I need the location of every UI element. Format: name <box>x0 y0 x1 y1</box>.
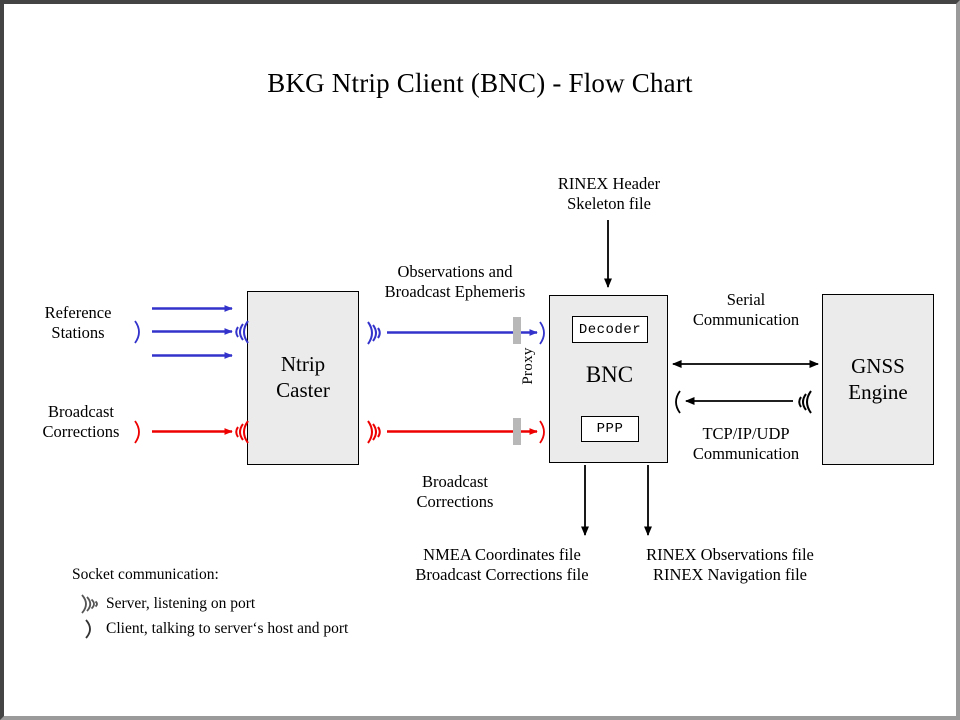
label-observations-ephemeris-line2: Broadcast Ephemeris <box>384 281 526 301</box>
server-antenna-icon-caster-in-blue <box>230 318 252 346</box>
label-broadcast-corrections-stream: Broadcast Corrections <box>382 472 528 512</box>
label-rinex-header-skeleton-line2: Skeleton file <box>567 193 651 213</box>
label-serial-communication: Serial Communication <box>668 290 824 330</box>
client-arc-icon-reference-stations <box>132 319 146 345</box>
label-output-rinex-files-line2: RINEX Navigation file <box>653 564 807 584</box>
label-tcpip-communication-line2: Communication <box>692 443 800 463</box>
bnc-ppp-box[interactable]: PPP <box>581 416 639 442</box>
client-arc-icon <box>72 617 106 641</box>
ntrip-caster-line1: Ntrip <box>280 352 326 377</box>
client-arc-icon-bnc-tcpip <box>670 389 684 415</box>
page-title: BKG Ntrip Client (BNC) - Flow Chart <box>267 68 693 98</box>
label-output-rinex-files-line1: RINEX Observations file <box>646 545 814 564</box>
node-gnss-engine[interactable]: GNSS Engine <box>822 294 934 465</box>
client-arc-icon-bnc-corrections <box>537 419 551 445</box>
bnc-decoder-box[interactable]: Decoder <box>572 316 648 343</box>
legend-title: Socket communication: <box>72 566 219 583</box>
server-antenna-icon-caster-out-red <box>364 418 386 446</box>
label-broadcast-corrections-source: Broadcast Corrections <box>18 402 144 442</box>
ntrip-caster-line2: Caster <box>276 378 330 402</box>
proxy-bar-bottom <box>513 418 521 445</box>
gnss-engine-line1: GNSS <box>851 353 905 378</box>
client-arc-icon-broadcast-corrections <box>132 419 146 445</box>
label-serial-communication-line2: Communication <box>692 309 800 329</box>
server-antenna-icon-gnss-engine <box>793 388 815 416</box>
label-output-nmea-files-line2: Broadcast Corrections file <box>415 564 589 584</box>
legend-item-server: Server, listening on port <box>72 591 412 616</box>
label-broadcast-corrections-source-line2: Corrections <box>42 421 120 441</box>
label-observations-ephemeris: Observations and Broadcast Ephemeris <box>362 262 548 302</box>
node-ntrip-caster[interactable]: Ntrip Caster <box>247 291 359 465</box>
gnss-engine-line2: Engine <box>848 379 908 404</box>
proxy-bar-top <box>513 317 521 344</box>
label-tcpip-communication-line1: TCP/IP/UDP <box>702 424 790 443</box>
client-arc-icon-bnc-observations <box>537 320 551 346</box>
server-antenna-icon-caster-in-red <box>230 418 252 446</box>
bnc-label: BNC <box>585 362 634 387</box>
label-rinex-header-skeleton: RINEX Header Skeleton file <box>530 174 688 214</box>
label-output-nmea-files-line1: NMEA Coordinates file <box>423 545 581 564</box>
legend-item-server-label: Server, listening on port <box>106 594 256 612</box>
label-reference-stations-line1: Reference <box>44 303 112 322</box>
label-reference-stations-line2: Stations <box>51 322 105 342</box>
legend-item-client-label: Client, talking to server‘s host and por… <box>106 619 349 637</box>
label-tcpip-communication: TCP/IP/UDP Communication <box>668 424 824 464</box>
node-bnc[interactable]: Decoder BNC PPP <box>549 295 668 463</box>
legend-item-client: Client, talking to server‘s host and por… <box>72 616 412 641</box>
label-broadcast-corrections-stream-line1: Broadcast <box>422 472 488 491</box>
label-rinex-header-skeleton-line1: RINEX Header <box>557 174 661 193</box>
label-broadcast-corrections-stream-line2: Corrections <box>416 491 494 511</box>
label-observations-ephemeris-line1: Observations and <box>397 262 513 281</box>
server-antenna-icon-caster-out-blue <box>364 319 386 347</box>
label-broadcast-corrections-source-line1: Broadcast <box>48 402 114 421</box>
label-serial-communication-line1: Serial <box>726 290 766 309</box>
server-antenna-icon <box>72 592 106 616</box>
label-output-rinex-files: RINEX Observations file RINEX Navigation… <box>630 545 830 585</box>
label-output-nmea-files: NMEA Coordinates file Broadcast Correcti… <box>402 545 602 585</box>
label-reference-stations: Reference Stations <box>18 303 138 343</box>
flowchart-canvas: BKG Ntrip Client (BNC) - Flow Chart Ntri… <box>4 4 956 716</box>
legend: Socket communication: Server, listening … <box>72 566 412 641</box>
